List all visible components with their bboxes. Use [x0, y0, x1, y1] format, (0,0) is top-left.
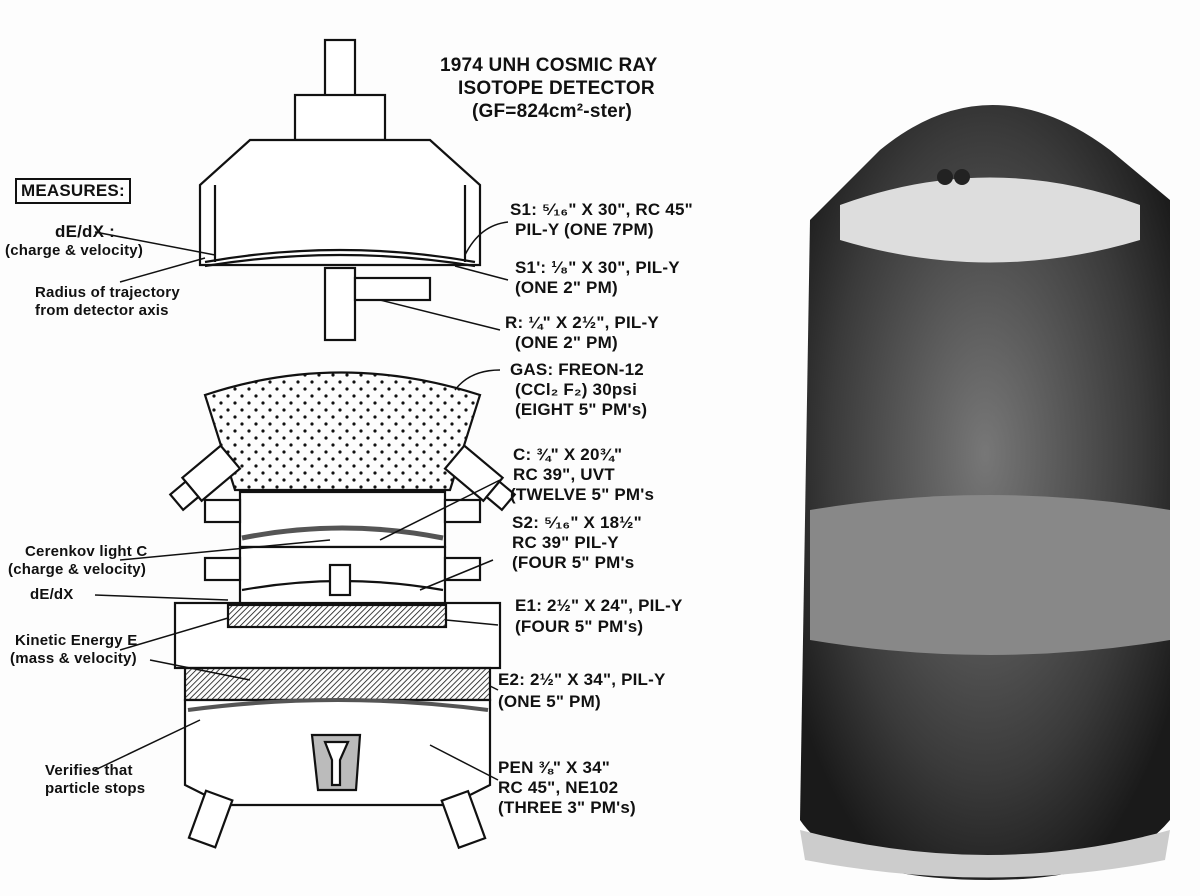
c-label-2: RC 39", UVT	[513, 465, 615, 484]
r-label-1: R: ¼" X 2½", PIL-Y	[505, 313, 659, 332]
cerenkov-label-2: (charge & velocity)	[8, 561, 147, 578]
e1-label-2: (FOUR 5" PM's)	[515, 617, 644, 636]
s2-label-2: RC 39" PIL-Y	[512, 533, 619, 552]
gas-label-2: (CCl₂ F₂) 30psi	[515, 380, 638, 399]
e2-label-2: (ONE 5" PM)	[498, 692, 601, 711]
title-line1: 1974 UNH COSMIC RAY	[440, 55, 658, 76]
radius-label-2: from detector axis	[35, 302, 169, 319]
s1p-label-2: (ONE 2" PM)	[515, 278, 618, 297]
pen-label-2: RC 45", NE102	[498, 778, 619, 797]
gas-label-3: (EIGHT 5" PM's)	[515, 400, 648, 419]
verifies-label-2: particle stops	[45, 780, 146, 797]
kinetic-label-1: Kinetic Energy E	[15, 632, 138, 649]
s1p-label-1: S1': ¹⁄₈" X 30", PIL-Y	[515, 258, 680, 277]
r-label-2: (ONE 2" PM)	[515, 333, 618, 352]
dedx-bottom-label: dE/dX	[30, 586, 74, 603]
lower-detector	[168, 371, 517, 850]
s2-label-1: S2: ⁵⁄₁₆" X 18½"	[512, 513, 642, 532]
s1-label-2: PIL-Y (ONE 7PM)	[515, 220, 654, 239]
e1-label-1: E1: 2½" X 24", PIL-Y	[515, 596, 683, 615]
leader-lines	[94, 221, 509, 781]
pen-label-1: PEN ⅜" X 34"	[498, 758, 611, 777]
s1-label-1: S1: ⁵⁄₁₆" X 30", RC 45"	[510, 200, 693, 219]
verifies-label-1: Verifies that	[45, 762, 133, 779]
cerenkov-label-1: Cerenkov light C	[25, 543, 148, 560]
kinetic-label-2: (mass & velocity)	[10, 650, 137, 667]
gas-label-1: GAS: FREON-12	[510, 360, 644, 379]
dedx-top-sub: (charge & velocity)	[5, 242, 144, 259]
e2-label-1: E2: 2½" X 34", PIL-Y	[498, 670, 666, 689]
c-label-3: (TWELVE 5" PM's	[510, 485, 655, 504]
c-label-1: C: ¾" X 20¾"	[513, 445, 623, 464]
title-line3: (GF=824cm²-ster)	[472, 101, 633, 122]
payload-photo	[800, 105, 1170, 880]
s2-label-3: (FOUR 5" PM's	[512, 553, 635, 572]
radius-label-1: Radius of trajectory	[35, 284, 180, 301]
pen-label-3: (THREE 3" PM's)	[498, 798, 636, 817]
dedx-top-label: dE/dX :	[55, 222, 115, 241]
measures-label: MEASURES:	[15, 178, 131, 204]
title-line2: ISOTOPE DETECTOR	[458, 78, 655, 99]
upper-detector	[198, 38, 482, 342]
